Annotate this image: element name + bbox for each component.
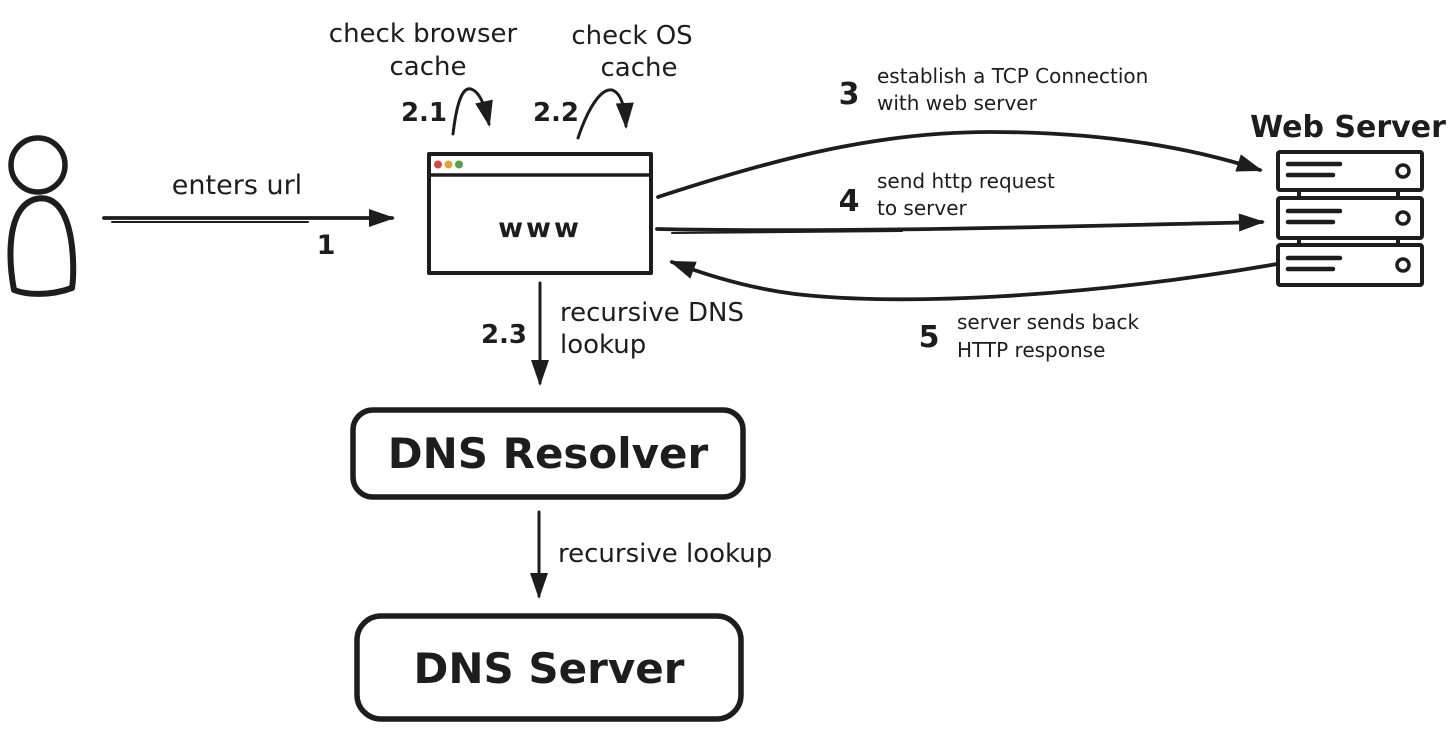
traffic-light-green-icon — [455, 160, 463, 169]
browser-titlebar — [427, 152, 653, 177]
server-unit-1-led — [1395, 163, 1411, 179]
step23-number: 2.3 — [481, 320, 527, 350]
web-server-label: Web Server — [1250, 110, 1446, 145]
traffic-light-red-icon — [434, 160, 442, 169]
web-server-node: Web Server — [1250, 110, 1446, 287]
browser-node: www — [427, 152, 653, 275]
dns-server-node: DNS Server — [354, 613, 744, 722]
recursive-dns-label-line1: recursive DNS — [560, 298, 744, 328]
step21-loop-arrow — [451, 87, 493, 136]
traffic-light-orange-icon — [444, 160, 453, 169]
arrow-tcp-connection — [656, 130, 1263, 199]
step4-label-line1: send http request — [877, 169, 1055, 193]
step4-label-line2: to server — [877, 196, 968, 220]
check-os-cache-line1: check OS — [571, 21, 692, 51]
step4-number: 4 — [839, 184, 860, 219]
arrow-http-request-overdraw — [671, 230, 903, 234]
server-unit-3 — [1276, 243, 1424, 287]
step3-label-line1: establish a TCP Connection — [877, 64, 1148, 88]
dns-server-label: DNS Server — [414, 644, 685, 693]
recursive-lookup-label: recursive lookup — [558, 539, 772, 569]
arrow-http-request — [655, 213, 1265, 233]
enters-url-label: enters url — [172, 170, 302, 201]
browser-label: www — [498, 213, 582, 244]
dns-resolver-node: DNS Resolver — [350, 407, 746, 500]
check-os-cache-line2: cache — [601, 53, 678, 83]
person-icon — [7, 135, 77, 297]
step1-number: 1 — [317, 230, 336, 261]
server-unit-1 — [1276, 150, 1424, 192]
person-body — [7, 195, 77, 297]
server-unit-2-led — [1395, 210, 1411, 226]
check-browser-cache-line2: cache — [390, 52, 467, 82]
person-head — [8, 135, 68, 195]
step21-number: 2.1 — [401, 98, 447, 128]
dns-resolver-label: DNS Resolver — [388, 429, 709, 478]
step5-number: 5 — [919, 320, 940, 355]
recursive-dns-label-line2: lookup — [560, 330, 646, 360]
step22-loop-arrow — [576, 88, 634, 140]
dns-resolver-box — [350, 407, 746, 500]
arrow-http-response — [669, 260, 1279, 302]
step5-label-line2: HTTP response — [957, 338, 1105, 362]
step3-label-line2: with web server — [877, 91, 1038, 115]
step3-number: 3 — [839, 77, 860, 112]
server-unit-2 — [1276, 196, 1424, 240]
check-browser-cache-line1: check browser — [329, 19, 518, 49]
server-unit-3-led — [1395, 257, 1411, 273]
step22-number: 2.2 — [533, 98, 579, 128]
step5-label-line1: server sends back — [957, 310, 1139, 334]
dns-server-box — [354, 613, 744, 722]
